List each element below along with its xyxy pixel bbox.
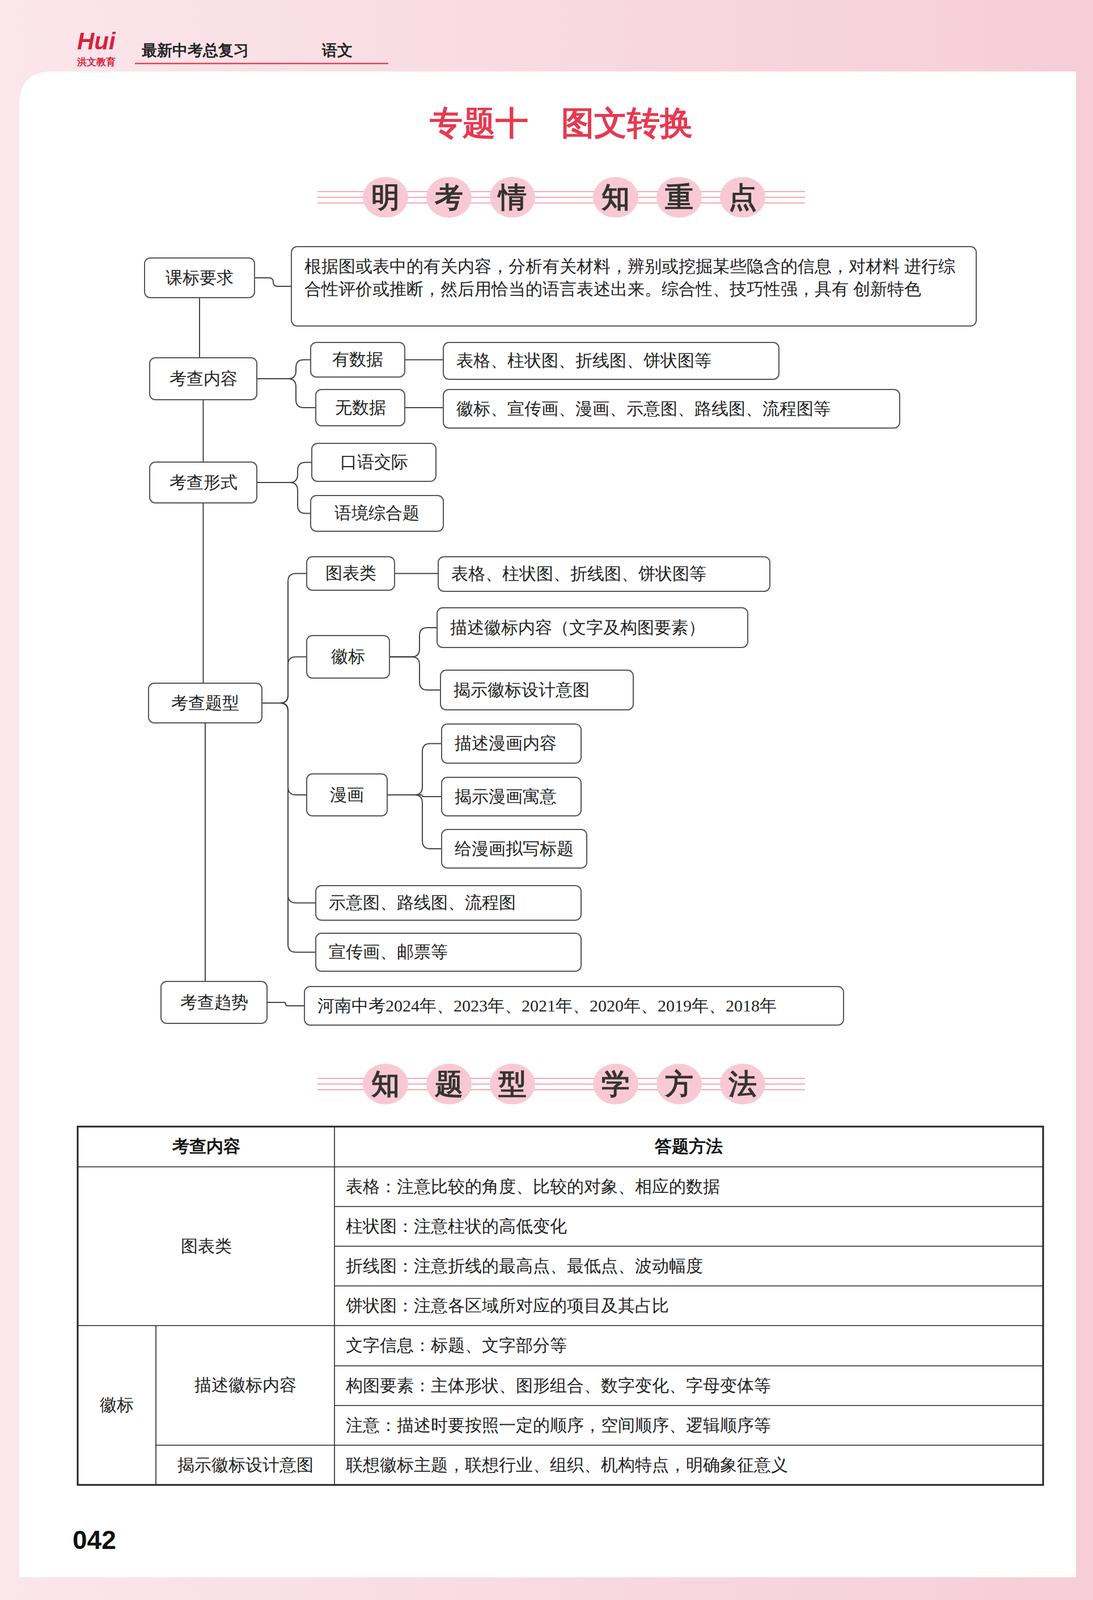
table-cell: 文字信息：标题、文字部分等 xyxy=(334,1325,1044,1366)
mindmap-box: 考查趋势 xyxy=(160,980,268,1024)
mindmap-box: 有数据 xyxy=(310,341,406,378)
node-text: 考查趋势 xyxy=(180,990,249,1015)
node-text: 揭示漫画寓意 xyxy=(454,785,557,809)
connector xyxy=(267,1002,304,1006)
mindmap-box: 图表类 xyxy=(306,556,396,591)
table-cell: 揭示徽标设计意图 xyxy=(155,1445,335,1485)
mindmap-box: 根据图或表中的有关内容，分析有关材料，辨别或挖掘某些隐含的信息，对材料 进行综合… xyxy=(290,246,977,327)
mindmap-box: 无数据 xyxy=(315,388,406,427)
node-text: 有数据 xyxy=(332,348,384,372)
mindmap-box: 徽标、宣传画、漫画、示意图、路线图、流程图等 xyxy=(442,388,901,429)
table-cell: 图表类 xyxy=(77,1166,335,1326)
page-title: 专题十 图文转换 xyxy=(306,99,817,148)
logo-text: 洪文教育 xyxy=(77,54,140,70)
mindmap-box: 表格、柱状图、折线图、饼状图等 xyxy=(437,556,771,592)
connector xyxy=(255,277,291,287)
connector xyxy=(405,359,443,360)
node-text: 无数据 xyxy=(335,396,387,420)
node-text: 语境综合题 xyxy=(334,501,420,525)
node-text: 课标要求 xyxy=(165,266,234,290)
white-panel xyxy=(19,71,1076,1578)
node-text: 考查形式 xyxy=(169,471,238,495)
node-text: 揭示徽标设计意图 xyxy=(453,678,590,702)
connector xyxy=(202,400,204,462)
logo-mark: Hui xyxy=(77,28,140,55)
table-cell: 折线图：注意折线的最高点、最低点、波动幅度 xyxy=(334,1246,1044,1286)
connector xyxy=(387,794,442,849)
mindmap-box: 表格、柱状图、折线图、饼状图等 xyxy=(442,341,780,380)
node-text: 考查题型 xyxy=(171,691,240,715)
connector xyxy=(387,743,442,796)
section-banner: 明考情 xyxy=(371,178,599,217)
table-cell: 构图要素：主体形状、图形组合、数字变化、字母变体等 xyxy=(334,1365,1044,1406)
connector xyxy=(202,503,204,683)
section-banner: 知题型 xyxy=(371,1064,599,1104)
connector xyxy=(257,462,312,484)
connector xyxy=(262,702,316,953)
table-cell: 注意：描述时要按照一定的顺序，空间顺序、逻辑顺序等 xyxy=(334,1405,1044,1446)
table-cell: 联想徽标主题，联想行业、组织、机构特点，明确象征意义 xyxy=(334,1445,1044,1485)
mindmap-box: 宣传画、邮票等 xyxy=(315,932,582,972)
node-text: 徽标、宣传画、漫画、示意图、路线图、流程图等 xyxy=(456,397,831,421)
mindmap-box: 描述漫画内容 xyxy=(441,723,582,764)
node-text: 考查内容 xyxy=(169,367,238,391)
mindmap-box: 河南中考2024年、2023年、2021年、2020年、2019年、2018年 xyxy=(303,985,845,1026)
mindmap-box: 揭示徽标设计意图 xyxy=(439,669,634,711)
mindmap-box: 考查题型 xyxy=(147,682,263,724)
table-cell: 柱状图：注意柱状的高低变化 xyxy=(334,1206,1044,1247)
mindmap-box: 描述徽标内容（文字及构图要素） xyxy=(436,607,749,648)
connector xyxy=(262,573,307,704)
connector xyxy=(205,723,206,981)
node-text: 描述徽标内容（文字及构图要素） xyxy=(450,616,706,640)
table-cell: 表格：注意比较的角度、比较的对象、相应的数据 xyxy=(334,1166,1044,1207)
connector xyxy=(395,573,438,574)
connector xyxy=(262,702,307,795)
connector xyxy=(390,657,440,691)
table-header: 考查内容 xyxy=(77,1126,335,1167)
node-text: 表格、柱状图、折线图、饼状图等 xyxy=(456,349,712,373)
table-header: 答题方法 xyxy=(334,1126,1044,1167)
subject-name: 语文 xyxy=(322,39,379,62)
node-text: 根据图或表中的有关内容，分析有关材料，辨别或挖掘某些隐含的信息，对材料 进行综合… xyxy=(304,255,964,301)
book-title: 最新中考总复习 xyxy=(141,39,307,62)
page-number: 042 xyxy=(72,1522,152,1557)
mindmap-box: 口语交际 xyxy=(311,442,437,482)
mindmap-box: 考查内容 xyxy=(149,357,258,401)
section-banner: 学方法 xyxy=(601,1064,829,1104)
node-text: 给漫画拟写标题 xyxy=(454,837,574,861)
connector xyxy=(257,482,311,514)
mindmap-box: 课标要求 xyxy=(143,257,256,299)
mindmap-box: 示意图、路线图、流程图 xyxy=(315,884,582,921)
connector xyxy=(257,359,311,380)
table-cell: 描述徽标内容 xyxy=(155,1325,335,1446)
table-cell: 徽标 xyxy=(77,1325,156,1485)
method-table-grid xyxy=(77,1126,1044,1485)
node-text: 宣传画、邮票等 xyxy=(328,940,448,964)
connector xyxy=(257,378,316,408)
node-text: 漫画 xyxy=(329,783,364,807)
connector xyxy=(262,657,307,704)
mindmap-box: 考查形式 xyxy=(149,461,258,504)
node-text: 示意图、路线图、流程图 xyxy=(328,891,516,915)
mindmap-box: 徽标 xyxy=(306,634,391,679)
node-text: 表格、柱状图、折线图、饼状图等 xyxy=(451,562,707,586)
node-text: 图表类 xyxy=(325,561,377,586)
section-banner: 知重点 xyxy=(601,178,829,217)
mindmap-box: 给漫画拟写标题 xyxy=(441,828,588,869)
mindmap-box: 漫画 xyxy=(306,773,388,817)
table-cell: 饼状图：注意各区域所对应的项目及其占比 xyxy=(334,1285,1044,1326)
node-text: 河南中考2024年、2023年、2021年、2020年、2019年、2018年 xyxy=(317,994,777,1018)
mindmap-box: 语境综合题 xyxy=(310,494,444,532)
node-text: 描述漫画内容 xyxy=(454,731,557,756)
node-text: 口语交际 xyxy=(340,450,409,474)
node-text: 徽标 xyxy=(331,645,366,669)
connector xyxy=(390,627,437,658)
connector xyxy=(405,407,443,409)
mindmap-box: 揭示漫画寓意 xyxy=(441,776,582,817)
header-rule xyxy=(134,62,389,65)
connector xyxy=(199,298,201,358)
